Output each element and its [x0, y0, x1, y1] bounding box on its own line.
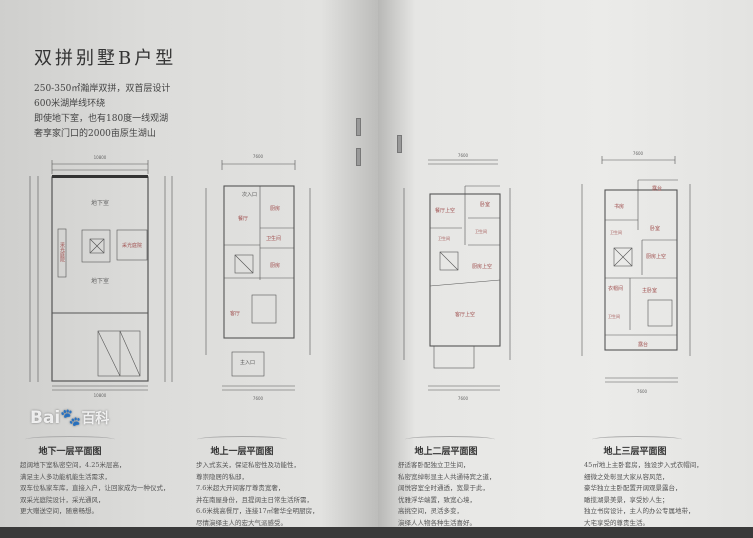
- ornament: [405, 436, 495, 443]
- description-line: 演绎人人物各种生活喜好。: [398, 518, 476, 527]
- description-line: 满足主人多功能机能生活需求，: [20, 472, 111, 481]
- dimension-label: 7600: [458, 153, 469, 158]
- description-line: 高挑空间，灵活多变，: [398, 507, 463, 515]
- plan-caption: 地下一层平面图: [38, 447, 102, 457]
- description-line: 细微之处彰显大家从容风范，: [584, 472, 669, 481]
- ground-floor-plan: 次入口 餐厅 厨房 卫生间 厨房 客厅 主入口 7600 7600: [205, 154, 311, 401]
- dimension-label: 7600: [253, 154, 264, 159]
- brochure-title: 双拼别墅B户型: [34, 48, 177, 69]
- description-line: 并在南屋身份，且提阔主日常生活所需，: [196, 495, 313, 504]
- room-label: 餐厅: [238, 215, 248, 222]
- room-label: 客厅上空: [455, 311, 475, 318]
- description-line: 双车位私家车库，直接入户，让回家成为一种仪式，: [20, 484, 170, 492]
- description-line: 45㎡地上主卧套房，独设步入式衣帽间，: [584, 461, 703, 469]
- room-label: 主卧室: [642, 287, 657, 294]
- plan-description: 舒适客卧配独立卫生间， 私密宽绰彰显主人共通待宾之道， 阔悦容室全时通透，宽景于…: [398, 460, 496, 529]
- dimension-label: 10800: [94, 393, 107, 398]
- description-line: 双采光庭院设计，采光通风，: [20, 495, 105, 504]
- ornament: [25, 436, 115, 443]
- room-label: 卧室: [650, 225, 660, 232]
- description-line: 7.6米超大开间客厅尊贵宽奢，: [196, 484, 285, 492]
- plan-caption: 地上三层平面图: [603, 447, 667, 457]
- ornament: [592, 436, 682, 443]
- room-label: 厨房上空: [472, 263, 492, 270]
- plan-caption: 地上一层平面图: [210, 447, 274, 457]
- room-label: 采光庭院: [59, 241, 65, 263]
- plan-description: 步入式玄关，保证私密性及功能性， 尊崇隐居的私邸， 7.6米超大开间客厅尊贵宽奢…: [196, 460, 319, 529]
- description-line: 豪华独立主卧配置开阔观景露台，: [584, 484, 682, 492]
- description-line: 6.6米挑高餐厅，连接17㎡奢华全明厨房，: [196, 507, 319, 515]
- dimension-label: 7600: [253, 396, 264, 401]
- intro-line: 250-350㎡瀚岸双拼，双首层设计: [34, 84, 171, 94]
- room-label: 客厅: [230, 310, 240, 317]
- dimension-label: 7600: [458, 396, 469, 401]
- room-label: 卫生间: [610, 229, 622, 235]
- room-label: 露台: [638, 341, 648, 348]
- watermark-brand: Bai: [30, 408, 61, 428]
- plan-caption: 地上二层平面图: [414, 447, 478, 457]
- description-line: 阔悦容室全时通透，宽景于此，: [398, 484, 489, 492]
- room-label: 主入口: [240, 359, 255, 366]
- description-line: 独立书房设计，主人的办公专属地带，: [584, 507, 695, 515]
- description-line: 超阔地下室私密空间，4.25米层高，: [20, 461, 126, 469]
- baidu-watermark-logo: Bai🐾百科: [30, 408, 109, 428]
- room-label: 书房: [614, 203, 624, 210]
- intro-line: 奢享家门口的2000亩原生湖山: [34, 129, 156, 139]
- description-line: 尊崇隐居的私邸，: [196, 472, 248, 481]
- plan-description: 45㎡地上主卧套房，独设步入式衣帽间， 细微之处彰显大家从容风范， 豪华独立主卧…: [584, 460, 703, 529]
- room-label: 卫生间: [438, 235, 450, 241]
- staple: [356, 118, 361, 136]
- room-label: 卫生间: [475, 228, 487, 234]
- paw-icon: 🐾: [60, 408, 82, 428]
- dimension-label: 10800: [94, 155, 107, 160]
- description-line: 步入式玄关，保证私密性及功能性，: [196, 461, 300, 469]
- room-label: 露台: [652, 185, 662, 192]
- staple: [356, 148, 361, 166]
- room-label: 厨房上空: [646, 253, 666, 260]
- description-line: 更大赠送空间，随意畅想。: [20, 507, 98, 515]
- dimension-label: 7600: [637, 389, 648, 394]
- description-line: 私密宽绰彰显主人共通待宾之道，: [398, 472, 496, 481]
- room-label: 衣帽间: [608, 285, 623, 292]
- intro-text: 250-350㎡瀚岸双拼，双首层设计 600米湖岸线环绕 即使地下室，也有180…: [34, 82, 170, 142]
- room-label: 地下室: [91, 277, 109, 285]
- description-line: 大宅享受的尊贵生活。: [584, 518, 649, 527]
- description-line: 尽情演绎主人的宏大气派感受。: [196, 518, 287, 527]
- room-label: 卧室: [480, 201, 490, 208]
- room-label: 次入口: [242, 191, 257, 198]
- description-line: 瞰揽湖景美景，享受妙人生；: [584, 495, 669, 504]
- dimension-label: 7600: [633, 151, 644, 156]
- description-line: 舒适客卧配独立卫生间，: [398, 461, 470, 469]
- room-label: 餐厅上空: [435, 207, 455, 214]
- room-label: 厨房: [270, 205, 280, 212]
- room-label: 采光庭院: [122, 242, 142, 249]
- staple: [397, 135, 402, 153]
- room-label: 地下室: [91, 199, 109, 207]
- room-label: 卫生间: [608, 313, 620, 319]
- room-label: 卫生间: [266, 235, 281, 242]
- room-label: 厨房: [270, 262, 280, 269]
- watermark-sub: 百科: [81, 411, 110, 427]
- intro-line: 即使地下室，也有180度一线观湖: [34, 114, 169, 124]
- intro-line: 600米湖岸线环绕: [34, 99, 106, 109]
- description-line: 优雅浮华端置，致宽心境，: [398, 495, 476, 504]
- ornament: [197, 436, 287, 443]
- plan-description: 超阔地下室私密空间，4.25米层高， 满足主人多功能机能生活需求， 双车位私家车…: [20, 460, 170, 518]
- third-floor-plan: 露台 书房 卧室 卫生间 厨房上空 衣帽间 主卧室 卫生间 露台 7600 76…: [581, 151, 691, 394]
- second-floor-plan: 餐厅上空 卧室 卫生间 卫生间 厨房上空 客厅上空 7600 7600: [403, 153, 511, 401]
- basement-floor-plan: 地下室 采光庭院 采光庭院 地下室 10800 10800: [29, 155, 173, 398]
